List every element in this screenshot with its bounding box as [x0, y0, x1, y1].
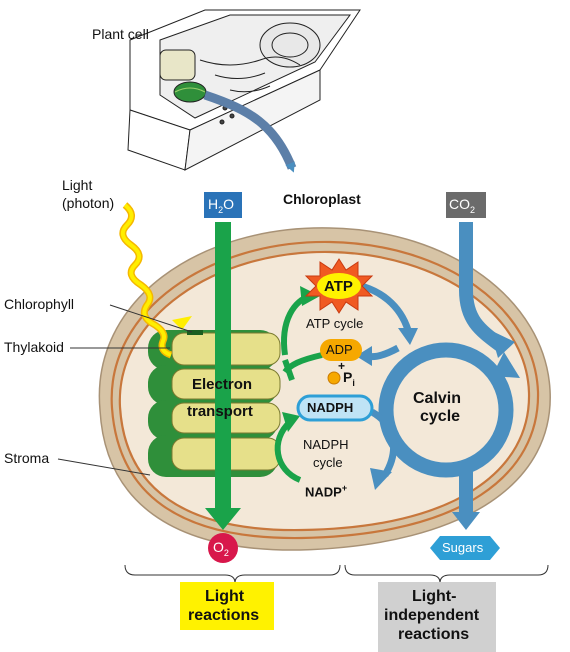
sugars-badge	[430, 536, 500, 560]
light-reactions-bracket	[124, 564, 341, 584]
atp-starburst	[304, 258, 374, 314]
light-independent-label-2: independent	[384, 607, 480, 624]
co2-co: CO	[449, 196, 470, 212]
sugars-label: Sugars	[442, 540, 484, 555]
phosphate-ball	[327, 371, 341, 385]
nadp-sup: +	[341, 483, 348, 493]
light-reactions-label-1: Light	[205, 588, 245, 605]
nadp-label: NADP+	[305, 483, 347, 499]
h2o-box	[204, 192, 242, 218]
nadph-badge	[296, 394, 374, 422]
light-reactions-label-2: reactions	[188, 607, 260, 624]
h2o-o: O	[223, 196, 235, 212]
adp-badge	[320, 339, 362, 361]
electron-label: Electron	[192, 376, 253, 393]
atp-cycle-label: ATP cycle	[306, 316, 364, 331]
chlorophyll-label: Chlorophyll	[4, 296, 75, 312]
co2-box	[446, 192, 486, 218]
transport-label: transport	[187, 403, 253, 420]
zoom-arrow	[203, 90, 297, 173]
photon-label: (photon)	[62, 195, 115, 211]
chlorophyll-pointer	[109, 304, 193, 333]
atp-label: ATP	[324, 278, 353, 295]
h2o-h: H	[208, 196, 219, 212]
nadph-cycle-label-1: NADPH	[303, 437, 349, 452]
light-independent-label-1: Light-	[412, 588, 457, 605]
light-independent-bracket	[344, 564, 549, 584]
stroma-pointer	[57, 458, 151, 476]
o2-label: O2	[213, 539, 229, 558]
o2-sub: 2	[223, 547, 229, 558]
pi-label: Pi	[343, 369, 355, 388]
nadph-label: NADPH	[307, 400, 354, 415]
co2-label: CO2	[449, 196, 475, 215]
adp-label: ADP	[326, 342, 353, 357]
nadp-text: NADP	[305, 484, 342, 500]
plant-cell-label: Plant cell	[92, 26, 149, 42]
thylakoid-stack	[148, 330, 281, 477]
nadph-cycle-arrows	[274, 408, 398, 490]
light-label: Light	[62, 177, 93, 193]
plus-label: +	[338, 359, 346, 373]
chloroplast-label: Chloroplast	[283, 191, 361, 207]
light-independent-box	[378, 582, 496, 652]
calvin-label-2: cycle	[420, 408, 461, 425]
o2-badge	[208, 533, 238, 563]
pi-p: P	[343, 369, 353, 385]
nadph-cycle-label-2: cycle	[313, 455, 343, 470]
pi-sub: i	[352, 377, 355, 388]
plant-cell-illustration	[127, 9, 361, 171]
stroma-label: Stroma	[4, 450, 50, 466]
h2o-label: H2O	[208, 196, 234, 215]
h2o-sub: 2	[218, 204, 224, 215]
calvin-cycle-ring	[378, 342, 520, 478]
electron-flow-arrow	[205, 222, 241, 530]
light-independent-label-3: reactions	[398, 626, 470, 643]
thylakoid-label: Thylakoid	[4, 339, 64, 355]
co2-sub: 2	[470, 204, 476, 215]
co2-flow-arrow	[452, 222, 515, 530]
calvin-label-1: Calvin	[413, 390, 462, 407]
light-reactions-box	[180, 582, 274, 630]
o2-o: O	[213, 539, 224, 555]
